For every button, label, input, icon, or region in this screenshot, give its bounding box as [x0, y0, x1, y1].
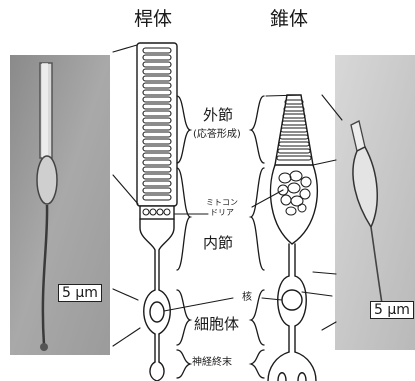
rod-nucleus	[150, 302, 164, 322]
cone-terminal	[268, 352, 316, 381]
cone-axon	[289, 326, 295, 352]
mitochondria-label-line1: ミトコン	[206, 198, 238, 208]
cone-inner-segment	[271, 165, 318, 244]
rod-inner-segment	[140, 219, 174, 290]
cell-body-label: 細胞体	[194, 317, 239, 332]
rod-terminal	[150, 362, 164, 381]
rod-cell-body	[144, 290, 171, 334]
mitochondria-label: ミトコン ドリア	[206, 198, 238, 217]
inner-segment-label: 内節	[203, 236, 233, 251]
cone-cell	[268, 95, 317, 381]
cone-stalk	[289, 244, 295, 276]
cone-title: 錐体	[270, 10, 308, 29]
cone-nucleus	[282, 290, 302, 310]
outer-segment-note: (応答形成)	[193, 130, 241, 140]
nucleus-label: 核	[240, 293, 254, 303]
rod-title: 桿体	[134, 10, 172, 29]
outer-segment-label: 外節	[203, 108, 233, 123]
nerve-terminal-label: 神経終末	[192, 358, 232, 368]
mitochondria-label-line2: ドリア	[206, 208, 238, 218]
rod-axon	[155, 334, 159, 362]
cone-mitochondria	[278, 171, 311, 215]
rod-cell	[137, 43, 177, 381]
